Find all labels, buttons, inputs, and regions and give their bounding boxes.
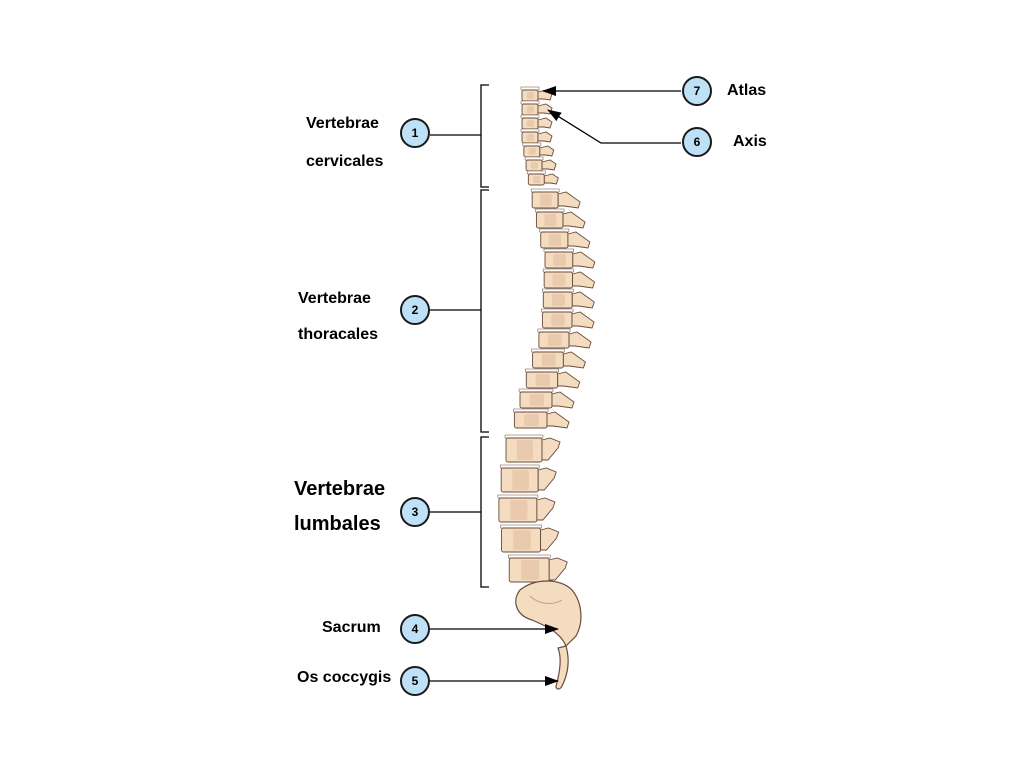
arrow-axis <box>547 109 681 144</box>
spinous-process <box>571 291 595 309</box>
spinous-process <box>562 211 586 229</box>
badge-1: 1 <box>400 118 430 148</box>
vertebral-shade <box>529 394 544 406</box>
spinous-process <box>541 437 561 461</box>
spinous-process <box>546 411 570 429</box>
spinous-process <box>537 467 557 491</box>
spinous-process <box>540 527 560 551</box>
vertebral-shade <box>510 500 528 520</box>
coccyx-bone <box>555 645 569 690</box>
vertebral-shade <box>521 560 540 580</box>
sacrum-shade <box>529 595 563 604</box>
vertebral-shade <box>551 294 566 306</box>
vertebral-shade <box>526 92 534 99</box>
label-sacrum: Sacrum <box>322 619 381 636</box>
spinous-process <box>557 191 581 209</box>
vertebral-shade <box>535 374 550 386</box>
spinous-process <box>541 159 557 171</box>
spinous-process <box>548 557 568 581</box>
spinous-process <box>539 145 555 157</box>
spinous-process <box>537 103 553 115</box>
vertebral-shade <box>544 214 557 226</box>
spinous-process <box>551 391 575 409</box>
bracket-lumbar <box>430 436 489 588</box>
spinous-process <box>557 371 581 389</box>
vertebral-shade <box>530 162 539 169</box>
vertebral-shade <box>524 414 539 426</box>
spinous-process <box>537 131 553 143</box>
label-lumbar-line1: Vertebrae <box>294 478 386 500</box>
vertebral-shade <box>528 148 536 155</box>
vertebral-shade <box>548 234 562 246</box>
vertebral-shade <box>551 314 565 326</box>
badge-3: 3 <box>400 497 430 527</box>
label-atlas: Atlas <box>727 82 767 99</box>
vertebral-shade <box>533 176 541 183</box>
spinous-process <box>567 231 591 249</box>
label-coccyx: Os coccygis <box>297 669 392 686</box>
vertebral-shade <box>526 120 534 127</box>
badge-5: 5 <box>400 666 430 696</box>
spinous-process <box>572 271 596 289</box>
spinous-process <box>537 117 553 129</box>
vertebral-shade <box>547 334 562 346</box>
badge-6: 6 <box>682 127 712 157</box>
vertebral-shade <box>526 106 534 113</box>
spinous-process <box>568 331 592 349</box>
vertebral-shade <box>516 440 533 460</box>
spinous-process <box>572 251 596 269</box>
bracket-thoracic <box>430 189 489 433</box>
vertebral-shade <box>513 530 531 550</box>
label-cervical-line1: Vertebrae <box>306 115 379 132</box>
spinous-process <box>562 351 586 369</box>
badge-4: 4 <box>400 614 430 644</box>
vertebral-shade <box>553 254 566 266</box>
vertebral-shade <box>541 354 556 366</box>
vertebral-shade <box>552 274 566 286</box>
bracket-cervical <box>430 84 489 188</box>
label-axis: Axis <box>733 133 767 150</box>
label-lumbar-line2: lumbales <box>294 513 381 535</box>
vertebral-shade <box>526 134 534 141</box>
vertebral-column <box>497 86 596 583</box>
spinous-process <box>536 497 556 521</box>
label-cervical-line2: cervicales <box>306 153 384 170</box>
vertebral-shade <box>539 194 552 206</box>
spinous-process <box>571 311 595 329</box>
label-thoracic-line1: Vertebrae <box>298 290 371 307</box>
label-thoracic-line2: thoracales <box>298 326 379 343</box>
spinous-process <box>543 173 559 185</box>
badge-7: 7 <box>682 76 712 106</box>
sacrum-bone <box>515 580 582 648</box>
badge-2: 2 <box>400 295 430 325</box>
vertebral-shade <box>512 470 529 490</box>
